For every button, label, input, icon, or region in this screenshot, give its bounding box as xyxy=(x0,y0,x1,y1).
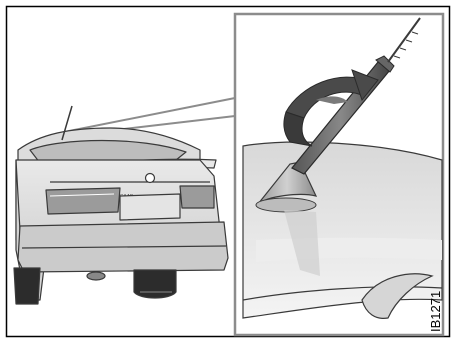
left-tail-light xyxy=(46,188,120,214)
left-rear-wheel xyxy=(14,268,40,304)
detail-inset xyxy=(235,14,443,335)
right-rear-wheel xyxy=(134,270,176,298)
right-tail-light xyxy=(180,186,214,208)
figure-reference-code: IB1271 xyxy=(429,302,443,332)
exhaust-pipe xyxy=(87,272,105,280)
saab-emblem xyxy=(146,174,155,183)
roof-surface xyxy=(243,142,442,318)
